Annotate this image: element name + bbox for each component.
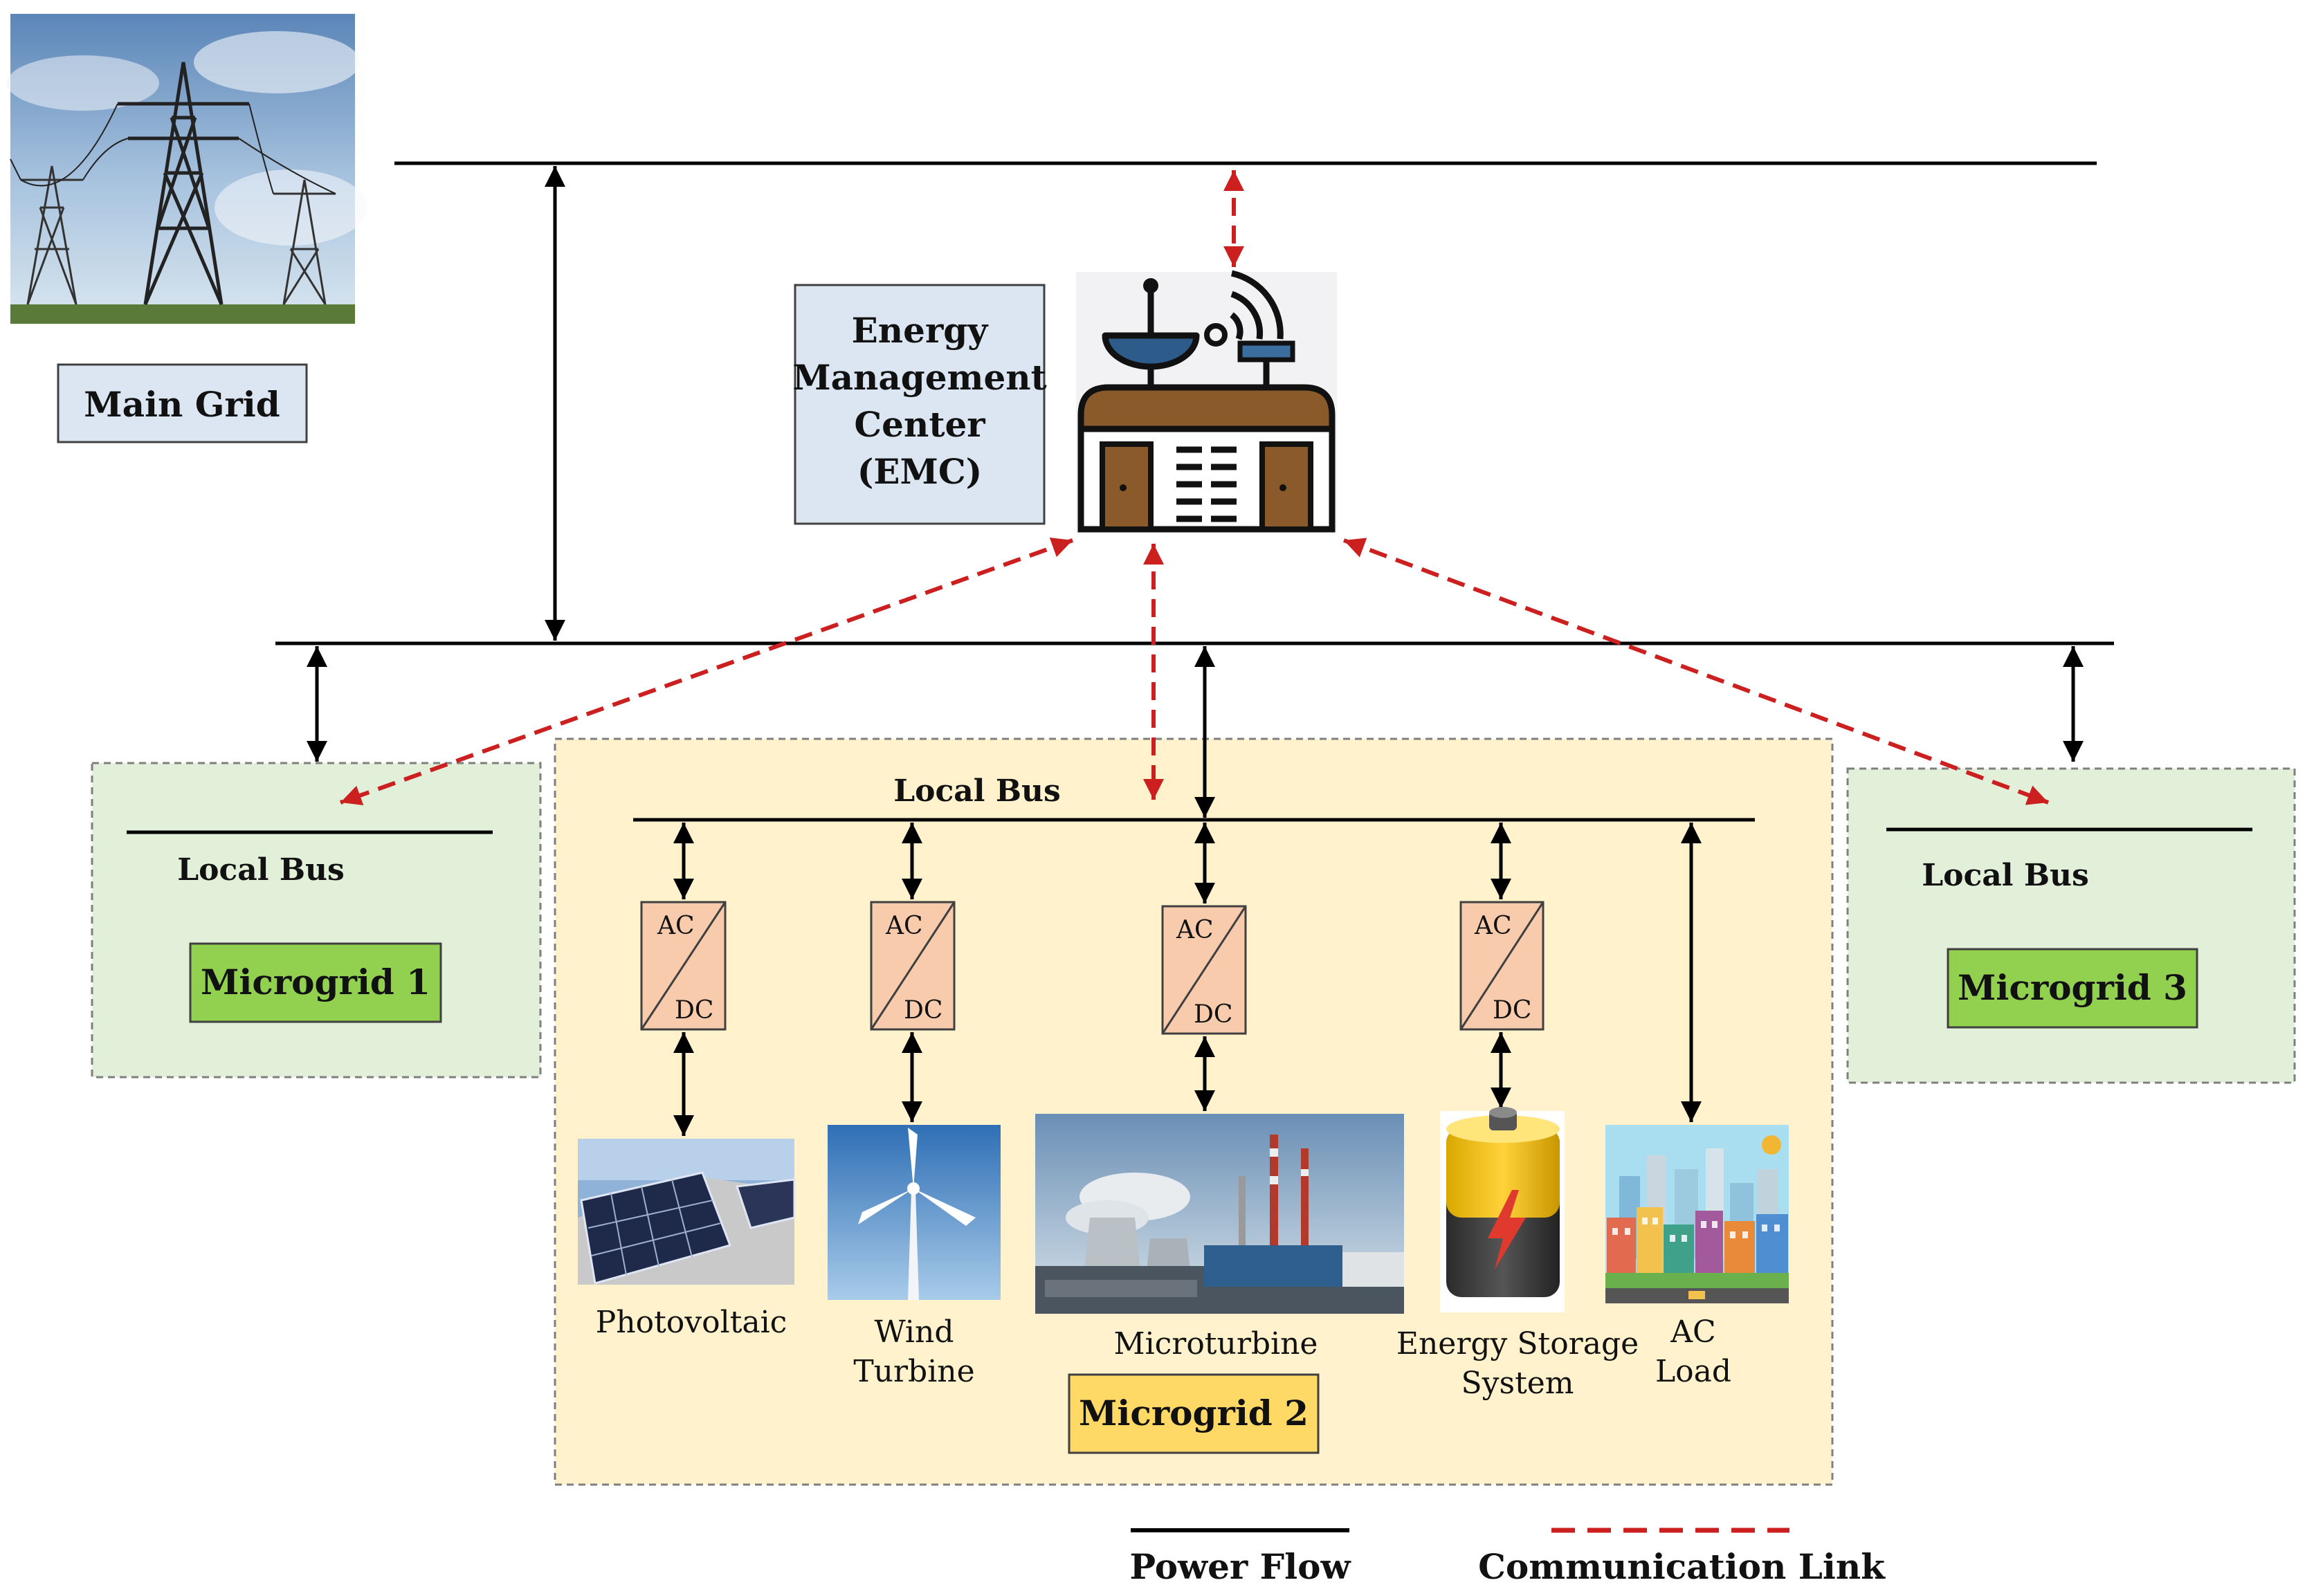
energy-storage-system-label-line-1: Energy Storage: [1396, 1326, 1639, 1361]
energy-storage-system-label: Energy Storage System: [1396, 1326, 1639, 1401]
wind-turbine-image: [828, 1125, 1001, 1300]
ac-load-label: AC Load: [1655, 1314, 1731, 1389]
main-grid-image: [7, 14, 367, 324]
photovoltaic-label: Photovoltaic: [596, 1305, 787, 1340]
ac-load-label-line-2: Load: [1655, 1354, 1731, 1389]
pv-converter-dc: DC: [675, 996, 713, 1025]
energy-storage-system-label-line-2: System: [1461, 1366, 1574, 1401]
main-grid-label: Main Grid: [84, 384, 280, 425]
microgrid-3-region: [1846, 767, 2296, 1084]
wind-turbine-label: Wind Turbine: [853, 1314, 974, 1389]
microgrid-3-label: Microgrid 3: [1958, 967, 2187, 1008]
ess-converter: AC DC: [1459, 823, 1545, 1108]
wind-converter-dc: DC: [904, 996, 942, 1025]
emc-label-line-2: Management: [792, 357, 1046, 398]
emc-to-microgrid-1-comm-link: [339, 537, 1074, 806]
microgrid-2-label: Microgrid 2: [1079, 1393, 1309, 1433]
emc-building-icon: [1076, 270, 1337, 533]
pv-converter: AC DC: [640, 823, 727, 1136]
microturbine-converter-dc: DC: [1194, 1000, 1232, 1029]
ac-load-label-line-1: AC: [1670, 1314, 1715, 1350]
wind-converter: AC DC: [870, 823, 956, 1122]
microgrid-2-local-bus-label: Local Bus: [893, 773, 1061, 809]
microturbine-label: Microturbine: [1114, 1326, 1318, 1361]
ess-converter-dc: DC: [1493, 996, 1531, 1025]
ess-converter-ac: AC: [1474, 912, 1512, 940]
microgrid-1-label-box: [189, 942, 442, 1023]
legend-power-flow-label: Power Flow: [1129, 1546, 1351, 1587]
microgrid-1-label: Microgrid 1: [201, 962, 430, 1002]
microturbine-converter: AC DC: [1161, 823, 1247, 1111]
emc-label-line-4: (EMC): [857, 451, 983, 492]
emc-label-line-3: Center: [854, 404, 985, 445]
wind-turbine-label-line-1: Wind: [874, 1314, 954, 1350]
wind-converter-ac: AC: [885, 912, 923, 940]
emc-label-box: [794, 284, 1046, 525]
microgrid-1-local-bus-label: Local Bus: [177, 852, 345, 888]
microturbine-converter-ac: AC: [1176, 916, 1214, 944]
emc-to-microgrid-3-comm-link: [1342, 538, 2050, 805]
pv-converter-ac: AC: [657, 912, 695, 940]
photovoltaic-image: [578, 1139, 796, 1285]
energy-storage-battery-image: [1440, 1107, 1565, 1312]
wind-turbine-label-line-2: Turbine: [853, 1354, 974, 1389]
microgrid-3-local-bus-label: Local Bus: [1922, 858, 2089, 893]
microgrid-2-label-box: [1068, 1373, 1320, 1454]
microgrid-1-region: [91, 762, 542, 1079]
legend-communication-link-label: Communication Link: [1478, 1546, 1886, 1587]
emc-label-line-1: Energy: [852, 310, 990, 351]
microgrid-2-region: [554, 737, 1834, 1486]
microturbine-image: [1035, 1114, 1404, 1314]
ac-load-city-image: [1605, 1125, 1789, 1303]
main-grid-label-box: [57, 363, 308, 443]
microgrid-3-label-box: [1947, 948, 2198, 1029]
